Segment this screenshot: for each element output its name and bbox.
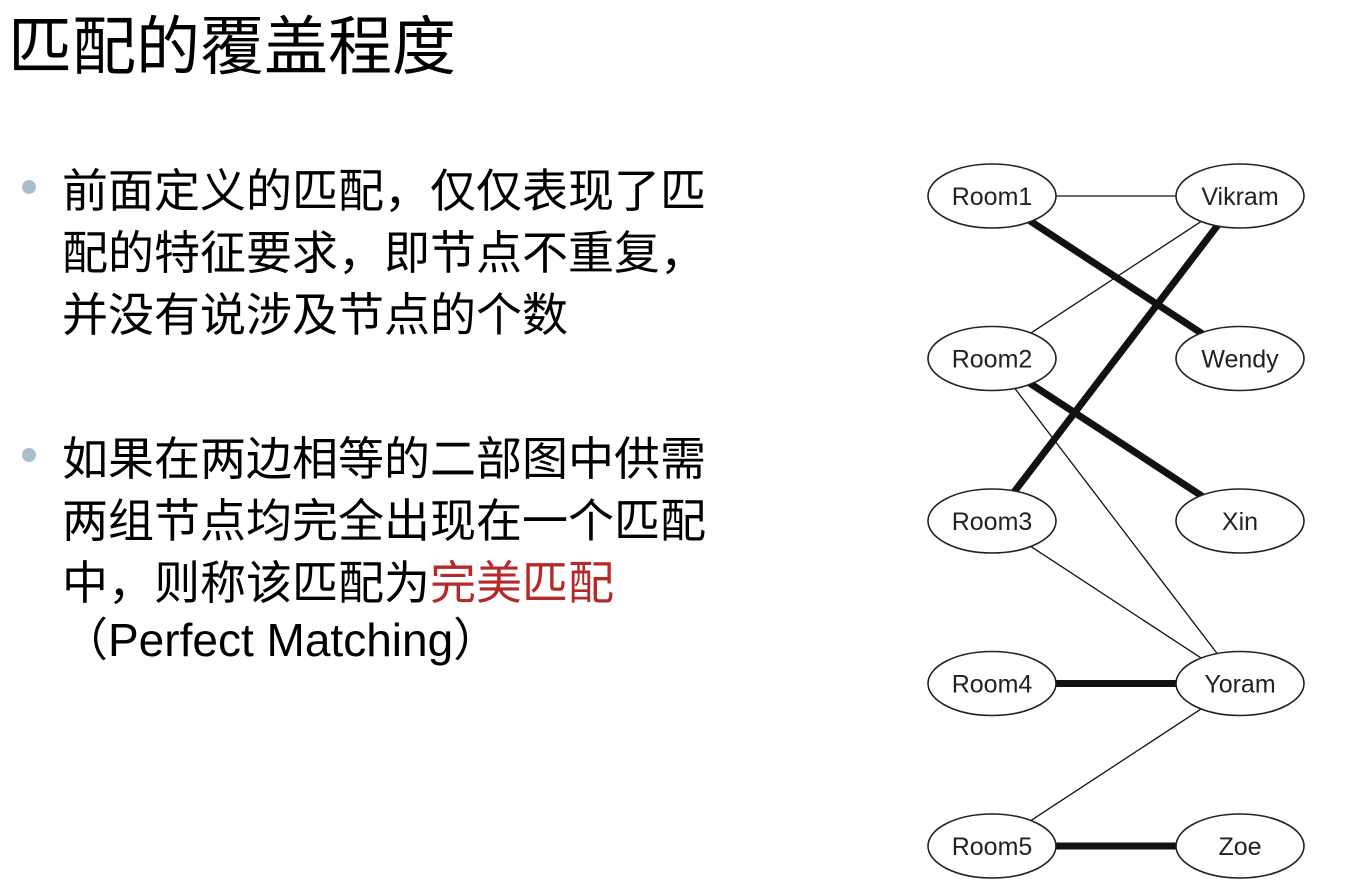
- bullet-text-line: 前面定义的匹配，仅仅表现了匹: [62, 164, 706, 218]
- node-label: Room2: [952, 346, 1033, 374]
- bullet-dot-icon: [22, 180, 36, 194]
- bullet-text-line: 配的特征要求，即节点不重复，: [62, 226, 706, 280]
- graph-node-room1: Room1: [927, 163, 1057, 229]
- node-ellipse: [1175, 650, 1305, 717]
- bullet-dot-icon: [22, 448, 36, 462]
- graph-node-vikram: Vikram: [1175, 163, 1305, 229]
- graph-node-wendy: Wendy: [1175, 325, 1305, 392]
- perfect-matching-highlight: 完美匹配: [430, 556, 614, 610]
- matched-edge-room2-xin: [1027, 380, 1205, 500]
- node-ellipse: [927, 488, 1057, 554]
- perfect-matching-english-term: （Perfect Matching）: [62, 614, 500, 666]
- node-ellipse: [1175, 163, 1305, 229]
- graph-node-room3: Room3: [927, 488, 1057, 554]
- node-ellipse: [1175, 325, 1305, 392]
- bullet-text-prefix: 中，则称该匹配为: [62, 556, 430, 610]
- edge-room2-yoram: [1013, 387, 1219, 655]
- bullet-text-line: 中，则称该匹配为完美匹配: [62, 552, 862, 614]
- graph-edges: [1011, 195, 1221, 850]
- matched-edge-room3-vikram: [1011, 222, 1221, 495]
- graph-node-xin: Xin: [1175, 488, 1305, 554]
- graph-node-yoram: Yoram: [1175, 650, 1305, 717]
- graph-node-room2: Room2: [927, 325, 1057, 392]
- node-ellipse: [927, 813, 1057, 879]
- node-ellipse: [927, 650, 1057, 717]
- graph-node-room5: Room5: [927, 813, 1057, 879]
- node-label: Yoram: [1204, 671, 1275, 699]
- node-ellipse: [927, 163, 1057, 229]
- node-label: Room4: [952, 671, 1033, 699]
- bullet-text-line: 如果在两边相等的二部图中供需: [62, 432, 706, 486]
- slide-title: 匹配的覆盖程度: [8, 11, 456, 85]
- edge-room2-vikram: [1029, 220, 1203, 335]
- node-ellipse: [1175, 813, 1305, 879]
- node-label: Zoe: [1218, 833, 1261, 861]
- graph-node-room4: Room4: [927, 650, 1057, 717]
- bullet-text-line: 两组节点均完全出现在一个匹配: [62, 494, 706, 548]
- bullet-item-matching-definition: 前面定义的匹配，仅仅表现了匹 配的特征要求，即节点不重复， 并没有说涉及节点的个…: [22, 160, 862, 346]
- node-label: Vikram: [1201, 183, 1278, 211]
- node-label: Room1: [952, 183, 1033, 211]
- edge-room3-yoram: [1029, 545, 1203, 660]
- node-label: Room5: [952, 833, 1033, 861]
- node-ellipse: [927, 325, 1057, 392]
- bullet-text-line: 并没有说涉及节点的个数: [62, 288, 568, 342]
- node-label: Wendy: [1201, 346, 1279, 374]
- edge-room5-yoram: [1029, 707, 1203, 822]
- bullet-list: 前面定义的匹配，仅仅表现了匹 配的特征要求，即节点不重复， 并没有说涉及节点的个…: [22, 160, 862, 666]
- node-label: Xin: [1222, 508, 1258, 536]
- graph-node-zoe: Zoe: [1175, 813, 1305, 879]
- node-ellipse: [1175, 488, 1305, 554]
- bullet-item-perfect-matching: 如果在两边相等的二部图中供需 两组节点均完全出现在一个匹配 中，则称该匹配为完美…: [22, 428, 862, 666]
- node-label: Room3: [952, 508, 1033, 536]
